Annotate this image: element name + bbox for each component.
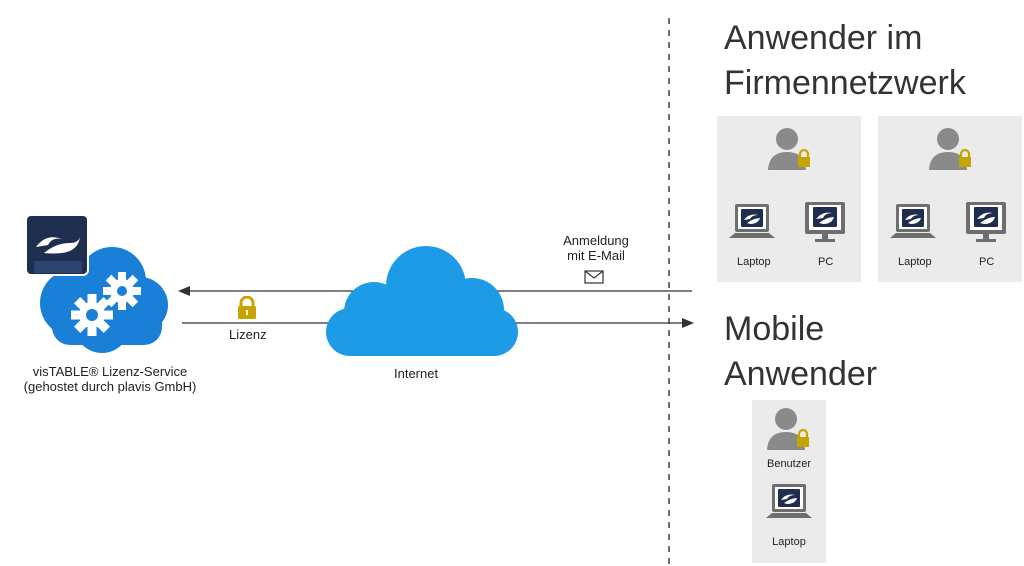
service-label-line2: (gehostet durch plavis GmbH): [23, 379, 197, 394]
pc-label: PC: [818, 256, 834, 268]
mail-icon: [584, 270, 604, 284]
user-lock-icon: [766, 406, 814, 452]
pc-label: PC: [979, 256, 995, 268]
laptop-icon: [764, 482, 814, 526]
service-label: visTABLE® Lizenz-Service (gehostet durch…: [0, 364, 220, 394]
login-arrow-head: [682, 318, 694, 328]
mobile-users-heading-line2: Anwender: [724, 355, 878, 393]
license-label: Lizenz: [229, 327, 267, 342]
laptop-label: Laptop: [898, 256, 932, 268]
user-lock-icon: [767, 126, 815, 172]
company-users-heading: Anwender im Firmennetzwerk: [724, 16, 966, 106]
internet-cloud-icon: [322, 238, 522, 362]
pc-icon: [803, 200, 847, 244]
login-label: Anmeldung mit E-Mail: [544, 233, 648, 263]
pc-icon: [964, 200, 1008, 244]
service-cloud-gear-icon: [25, 214, 168, 353]
company-users-heading-line2: Firmennetzwerk: [724, 64, 966, 102]
company-users-heading-line1: Anwender im: [724, 19, 923, 57]
laptop-icon: [727, 202, 777, 246]
mobile-users-heading: Mobile Anwender: [724, 307, 877, 397]
service-label-line1: visTABLE® Lizenz-Service: [32, 364, 188, 379]
mobile-users-heading-line1: Mobile: [724, 310, 825, 348]
laptop-label: Laptop: [737, 256, 771, 268]
user-lock-icon: [928, 126, 976, 172]
company-user-group-2: Laptop PC: [878, 116, 1022, 282]
license-arrow-head: [178, 286, 190, 296]
company-user-group-1: Laptop PC: [717, 116, 861, 282]
user-label: Benutzer: [766, 458, 812, 470]
login-label-line2: mit E-Mail: [567, 248, 625, 263]
internet-label: Internet: [394, 366, 439, 381]
login-label-line1: Anmeldung: [563, 233, 629, 248]
license-service: [22, 213, 182, 363]
laptop-icon: [888, 202, 938, 246]
laptop-label: Laptop: [772, 536, 806, 548]
license-lock-icon: [236, 296, 258, 320]
mobile-user-group: Benutzer Laptop: [752, 400, 826, 563]
